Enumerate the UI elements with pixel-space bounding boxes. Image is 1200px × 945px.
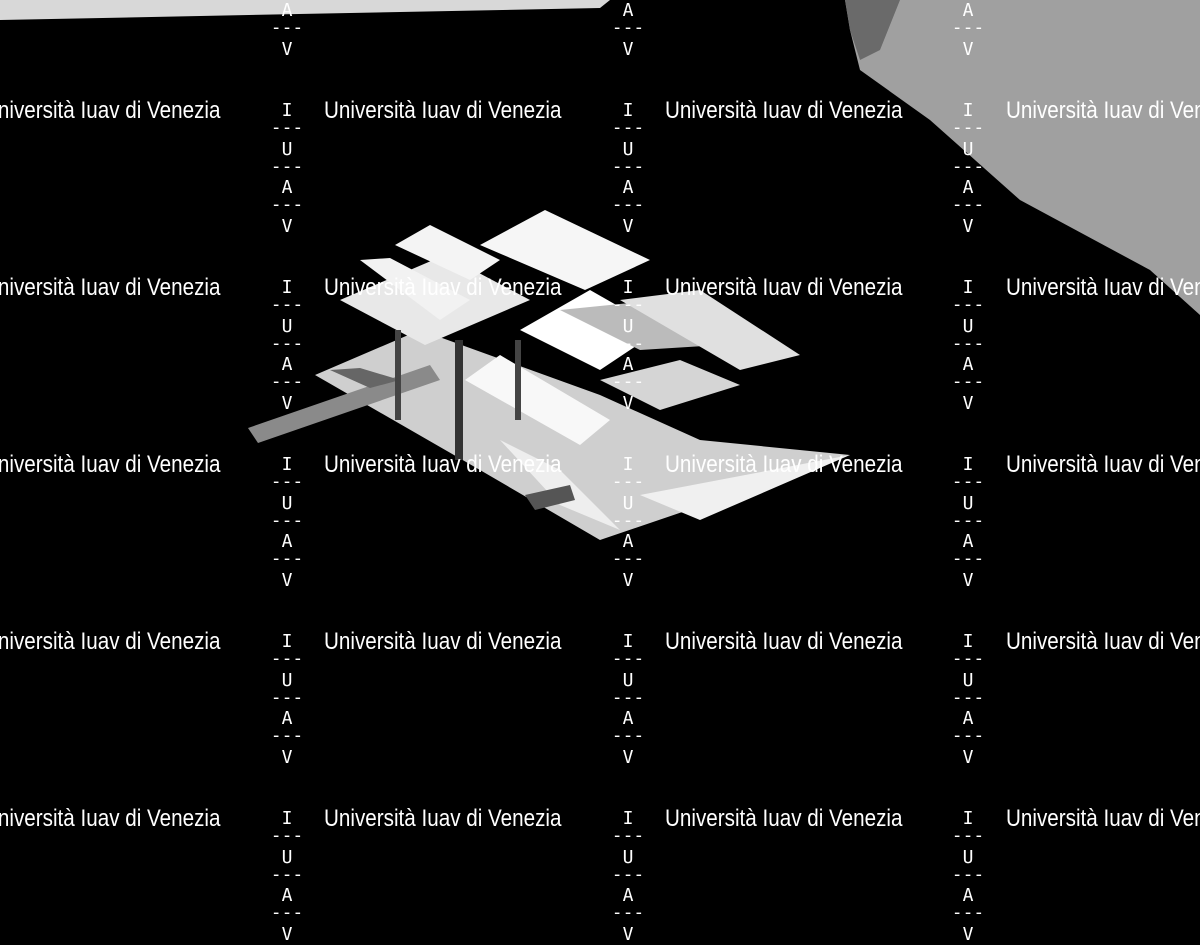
logo-separator: ---	[951, 902, 985, 923]
logo-separator: ---	[951, 864, 985, 885]
logo-letter: A	[622, 885, 634, 906]
logo-separator: ---	[611, 864, 645, 885]
logo-letter: V	[962, 924, 974, 945]
wall-backdrop	[845, 0, 1200, 315]
logo-separator: ---	[270, 864, 304, 885]
top-light-strip	[0, 0, 610, 20]
logo-separator: ---	[270, 902, 304, 923]
logo-letter: A	[962, 885, 974, 906]
model	[248, 210, 850, 540]
logo-letter: A	[281, 885, 293, 906]
architectural-model-photo	[0, 0, 1200, 540]
wall-shade	[845, 0, 900, 60]
logo-letter: V	[281, 924, 293, 945]
logo-separator: ---	[611, 902, 645, 923]
logo-letter: V	[622, 924, 634, 945]
